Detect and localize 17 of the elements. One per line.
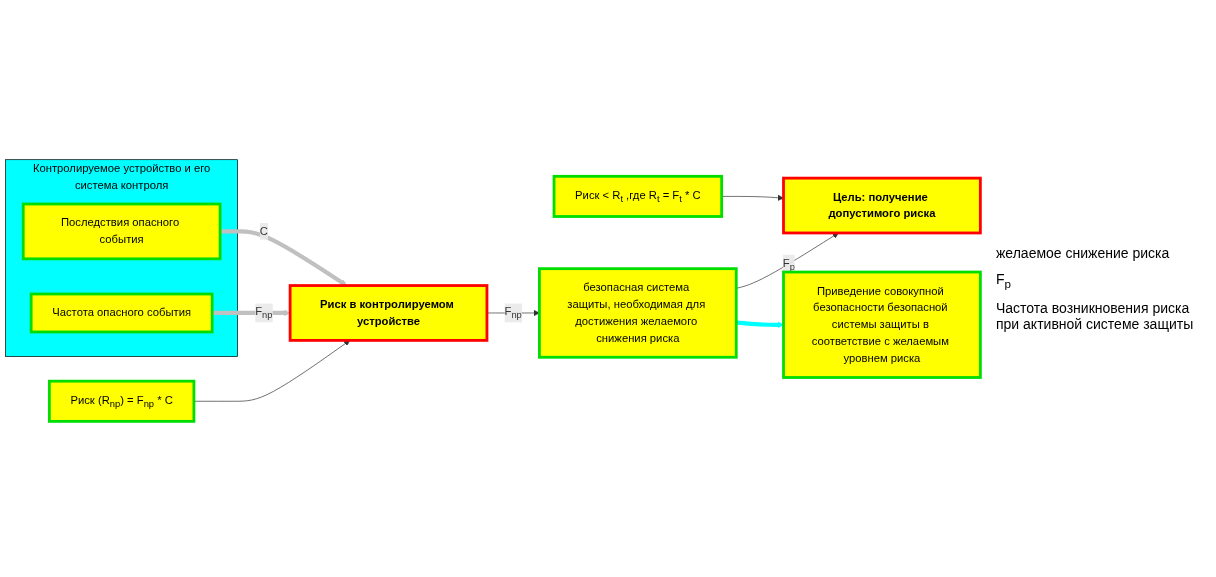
node-box: Последствия опасного события xyxy=(21,202,222,260)
arrow xyxy=(220,228,347,286)
node-box: Приведение совокупной безопасности безопасной системы защиты в соответствие с желаемым уровнем риска xyxy=(782,270,982,379)
note-text: Частота возникновения риска при активной системе защиты xyxy=(996,299,1195,332)
note-text: желаемое снижение риска xyxy=(996,245,1171,262)
arrow xyxy=(212,309,291,316)
note-text: F$_{p}$ xyxy=(996,271,1013,290)
node-box: Риск в контролируемом устройстве xyxy=(288,283,489,342)
edge-label: C xyxy=(259,224,268,237)
node-box: Частота опасного события xyxy=(29,292,214,333)
node-box: Риск < R$_{t}$ ,где R$_{t}$ = F$_{t}$ * C xyxy=(552,174,724,218)
node-box: безопасная система защиты, необходимая для достижения желаемого снижения риска xyxy=(538,266,738,359)
node-box: Цель: получение допустимого риска xyxy=(782,176,982,234)
arrow xyxy=(736,319,784,328)
edge-label: F$_{np}$ xyxy=(255,305,273,320)
edge-label: F$_{np}$ xyxy=(504,305,522,320)
node-box: Риск (R$_{np}$) = F$_{np}$ * C xyxy=(47,379,196,423)
